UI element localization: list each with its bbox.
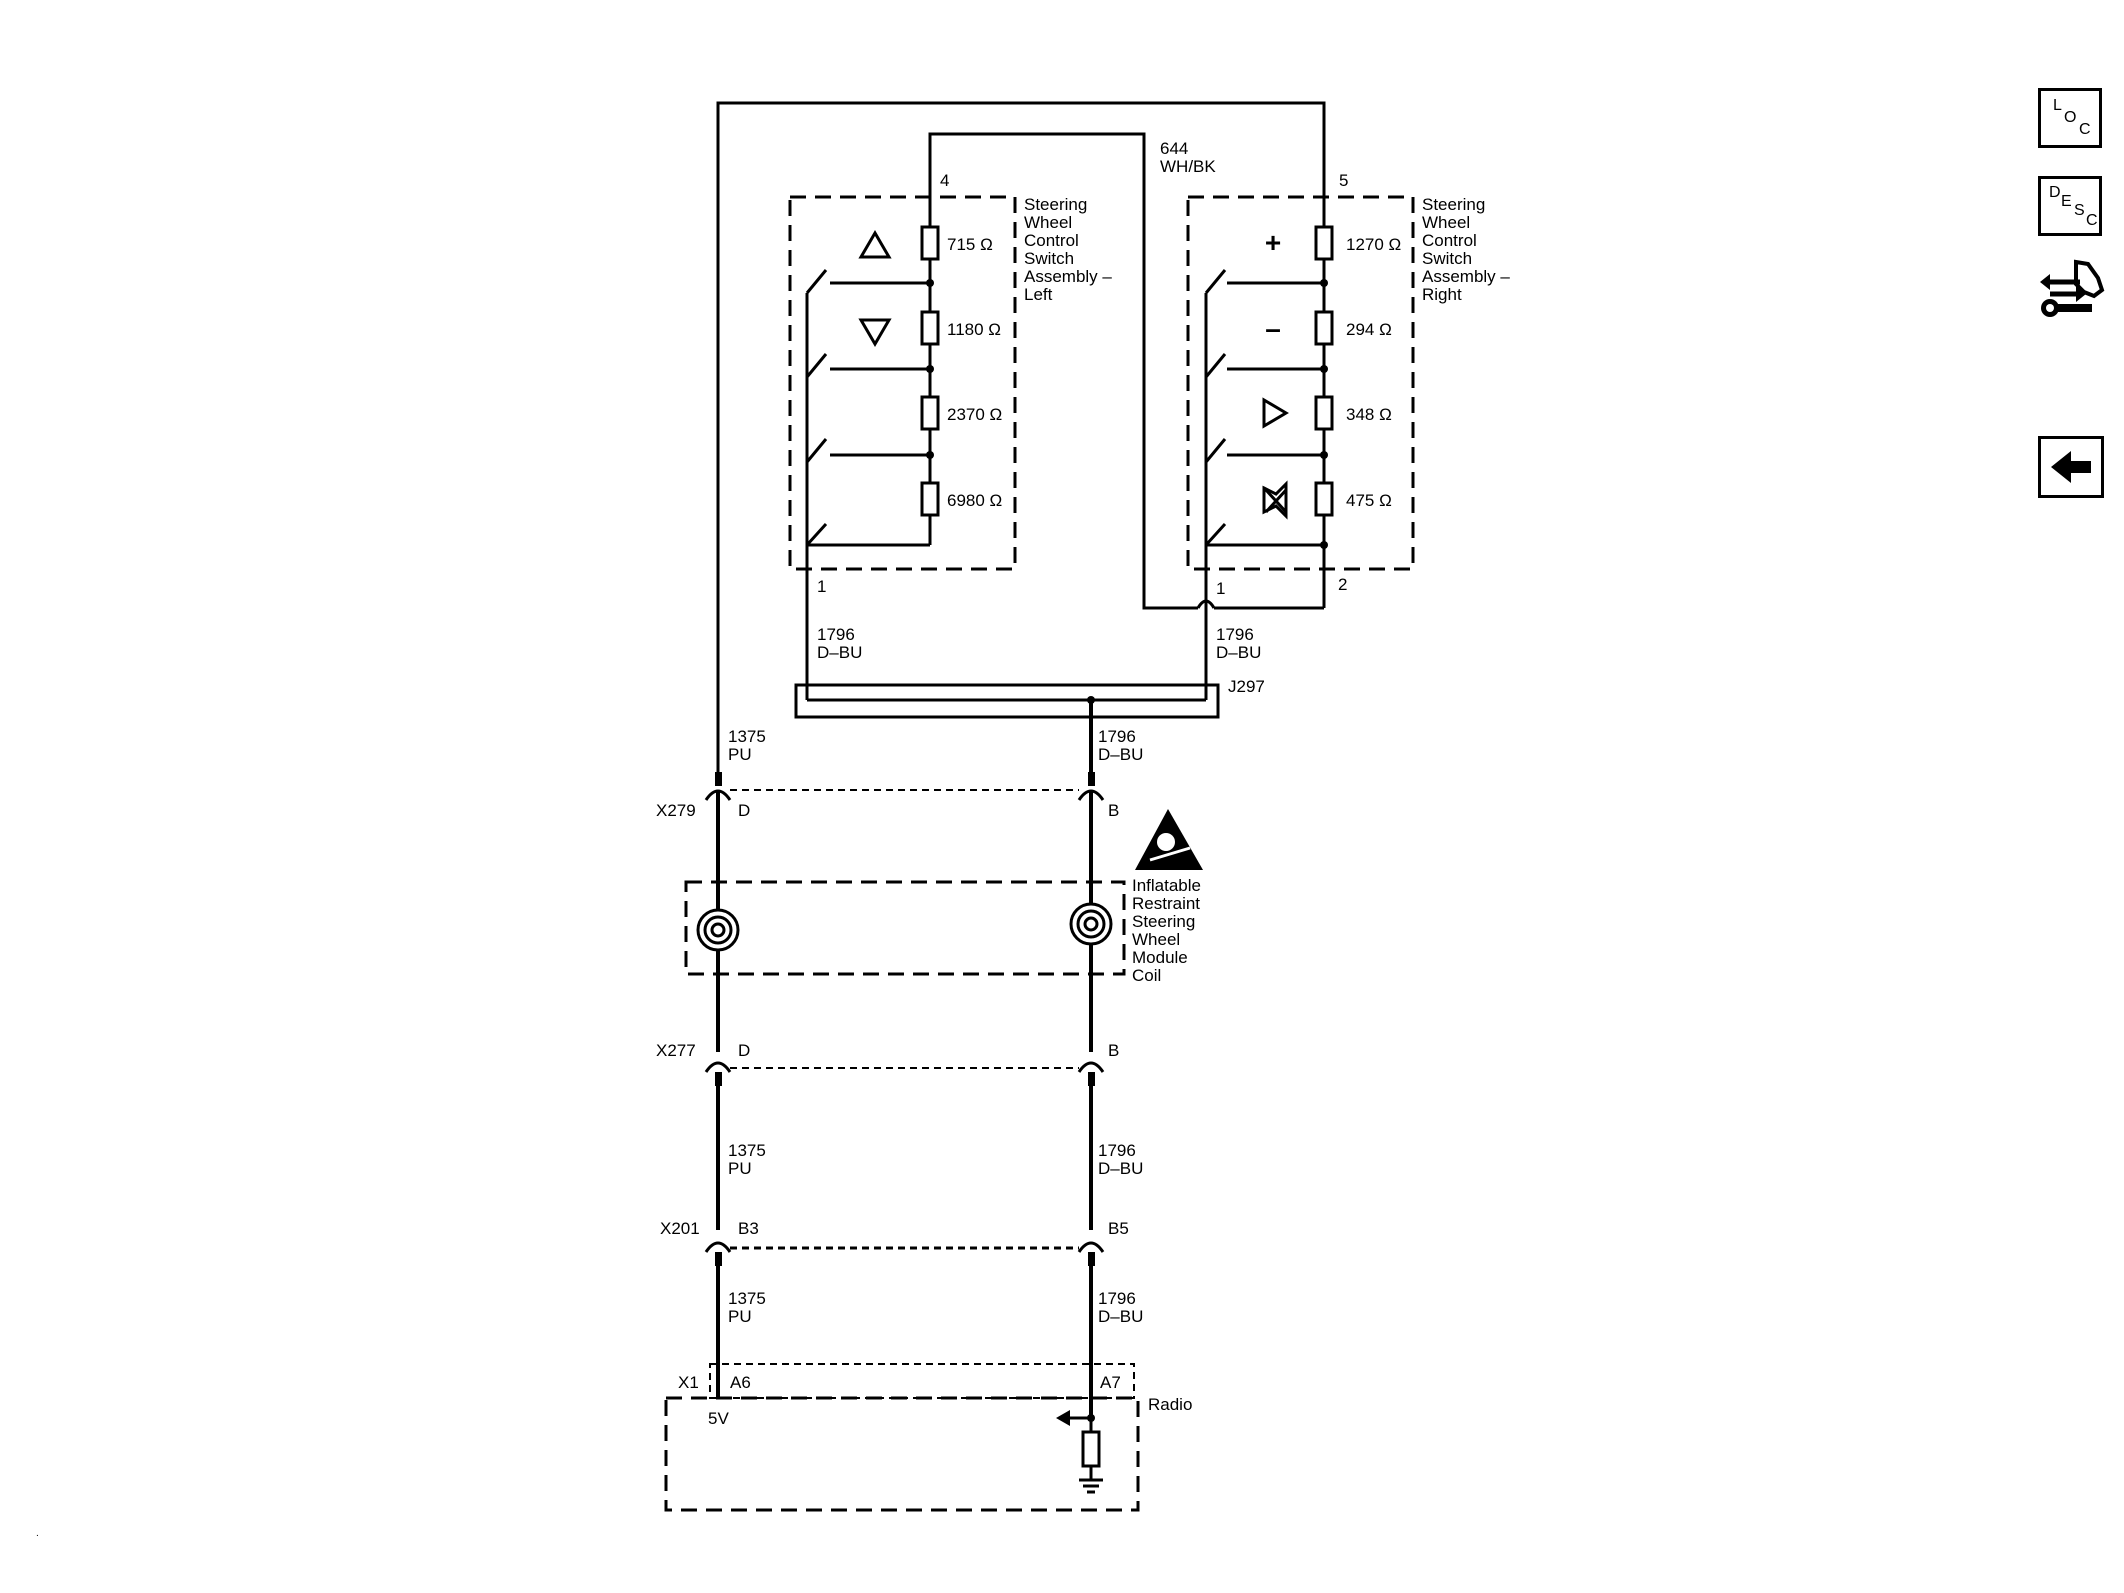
resistor-left-2 bbox=[920, 310, 940, 346]
wire-1796-c-number: 1796 bbox=[1098, 1289, 1136, 1308]
x1-pin-a6: A6 bbox=[730, 1373, 751, 1392]
wire-1796-right-number: 1796 bbox=[1216, 625, 1254, 644]
x201-pin-b5: B5 bbox=[1108, 1219, 1129, 1238]
corner-mark: . bbox=[36, 1528, 39, 1539]
wire-1375-a-number: 1375 bbox=[728, 727, 766, 746]
wire-1796-a-number: 1796 bbox=[1098, 727, 1136, 746]
x279-name: X279 bbox=[656, 801, 696, 820]
wire-1375-c-number: 1375 bbox=[728, 1289, 766, 1308]
resistor-left-3-value: 2370 Ω bbox=[947, 405, 1002, 424]
resistor-right-1-value: 1270 Ω bbox=[1346, 235, 1401, 254]
desc-letter-c: C bbox=[2086, 212, 2098, 229]
radio-supply-voltage: 5V bbox=[708, 1409, 729, 1428]
wire-1796-b-number: 1796 bbox=[1098, 1141, 1136, 1160]
back-arrow-icon bbox=[2051, 451, 2091, 483]
radio-name: Radio bbox=[1148, 1395, 1192, 1414]
x201-pin-b3: B3 bbox=[738, 1219, 759, 1238]
wire-1796-right-color: D–BU bbox=[1216, 643, 1261, 662]
x277-pin-d: D bbox=[738, 1041, 750, 1060]
wire-1796-a-color: D–BU bbox=[1098, 745, 1143, 764]
connector-x201 bbox=[704, 1241, 1105, 1418]
up-triangle-icon bbox=[858, 230, 892, 259]
loc-letter-l: L bbox=[2053, 97, 2062, 114]
resistor-left-3 bbox=[920, 395, 940, 431]
radio-input-circuit bbox=[1056, 1410, 1103, 1494]
coil-box bbox=[684, 880, 1126, 976]
connector-x279 bbox=[704, 772, 1105, 955]
coil-name: Inflatable Restraint Steering Wheel Modu… bbox=[1132, 876, 1206, 985]
resistor-right-2 bbox=[1314, 310, 1334, 346]
wire-644 bbox=[928, 132, 1198, 610]
resistor-right-4 bbox=[1314, 481, 1334, 517]
plus-button-symbol: + bbox=[1265, 227, 1281, 258]
airbag-warning-icon bbox=[1135, 809, 1203, 870]
splice-j297-label: J297 bbox=[1228, 677, 1265, 696]
right-switch-name: Steering Wheel Control Switch Assembly –… bbox=[1422, 195, 1515, 304]
desc-letter-e: E bbox=[2061, 193, 2072, 210]
wire-1375-c-color: PU bbox=[728, 1307, 752, 1326]
desc-letter-s: S bbox=[2074, 202, 2085, 219]
resistor-right-4-value: 475 Ω bbox=[1346, 491, 1392, 510]
down-triangle-icon bbox=[858, 318, 892, 347]
wire-644-number: 644 bbox=[1160, 139, 1188, 158]
resistor-right-3 bbox=[1314, 395, 1334, 431]
wire-1375-a-color: PU bbox=[728, 745, 752, 764]
splice-j297-box bbox=[794, 683, 1220, 719]
x1-connector-box bbox=[709, 1363, 1135, 1399]
loc-letter-o: O bbox=[2064, 109, 2077, 126]
right-triangle-icon bbox=[1262, 397, 1289, 429]
wire-1375-loop bbox=[716, 101, 1326, 786]
mute-speaker-icon bbox=[1262, 480, 1288, 520]
left-pin-bottom: 1 bbox=[817, 577, 826, 596]
right-switch-box bbox=[1186, 195, 1415, 571]
loc-letter-c: C bbox=[2079, 121, 2091, 138]
x279-pin-d: D bbox=[738, 801, 750, 820]
x1-name: X1 bbox=[678, 1373, 699, 1392]
x1-pin-a7: A7 bbox=[1100, 1373, 1121, 1392]
wire-1796-left-color: D–BU bbox=[817, 643, 862, 662]
connector-x277 bbox=[704, 955, 1105, 1230]
back-button[interactable] bbox=[2038, 436, 2104, 498]
wire-1375-b-number: 1375 bbox=[728, 1141, 766, 1160]
resistor-left-4 bbox=[920, 481, 940, 517]
clockspring-coil-right-icon bbox=[1069, 902, 1113, 946]
left-pin-top: 4 bbox=[940, 171, 949, 190]
minus-button-symbol: – bbox=[1265, 313, 1281, 344]
right-switch-rungs bbox=[1204, 269, 1328, 549]
resistor-left-1-value: 715 Ω bbox=[947, 235, 993, 254]
x277-name: X277 bbox=[656, 1041, 696, 1060]
description-button[interactable]: D E S C bbox=[2038, 176, 2102, 236]
wire-644-color: WH/BK bbox=[1160, 157, 1216, 176]
wire-1796-left-number: 1796 bbox=[817, 625, 855, 644]
service-tool-icon bbox=[2040, 259, 2105, 317]
clockspring-coil-left-icon bbox=[696, 908, 740, 952]
resistor-left-2-value: 1180 Ω bbox=[947, 320, 1001, 339]
right-pin-bottom-1: 1 bbox=[1216, 579, 1225, 598]
left-switch-box bbox=[788, 195, 1017, 571]
wire-1375-b-color: PU bbox=[728, 1159, 752, 1178]
left-switch-rungs bbox=[805, 269, 934, 547]
resistor-right-1 bbox=[1314, 225, 1334, 261]
right-pin-top: 5 bbox=[1339, 171, 1348, 190]
x277-pin-b: B bbox=[1108, 1041, 1119, 1060]
x201-name: X201 bbox=[660, 1219, 700, 1238]
left-switch-name: Steering Wheel Control Switch Assembly –… bbox=[1024, 195, 1117, 304]
radio-box bbox=[664, 1396, 1140, 1512]
resistor-right-2-value: 294 Ω bbox=[1346, 320, 1392, 339]
resistor-left-1 bbox=[920, 225, 940, 261]
desc-letter-d: D bbox=[2049, 184, 2061, 201]
wire-1796-c-color: D–BU bbox=[1098, 1307, 1143, 1326]
resistor-right-3-value: 348 Ω bbox=[1346, 405, 1392, 424]
service-tool-button[interactable] bbox=[2036, 256, 2108, 328]
wire-1796-b-color: D–BU bbox=[1098, 1159, 1143, 1178]
right-pin-bottom-2: 2 bbox=[1338, 575, 1347, 594]
location-button[interactable]: L O C bbox=[2038, 88, 2102, 148]
x279-pin-b: B bbox=[1108, 801, 1119, 820]
resistor-left-4-value: 6980 Ω bbox=[947, 491, 1002, 510]
